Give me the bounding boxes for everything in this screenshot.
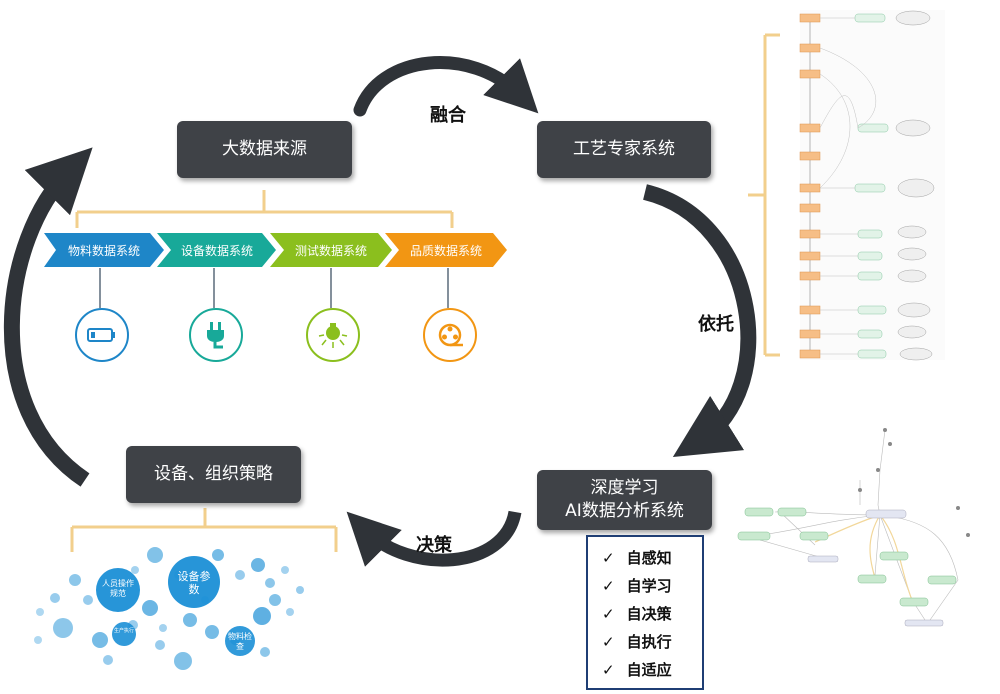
network-graph-thumbnail bbox=[737, 428, 970, 627]
capability-item: ✓自学习 bbox=[602, 577, 672, 595]
capability-item: ✓自执行 bbox=[602, 633, 672, 651]
ai-analysis-label: AI数据分析系统 bbox=[565, 501, 684, 521]
capability-item: ✓自感知 bbox=[602, 549, 672, 567]
check-icon: ✓ bbox=[602, 661, 615, 679]
fusion-label: 融合 bbox=[430, 105, 466, 126]
equipment-data-system[interactable]: 设备数据系统 bbox=[180, 243, 253, 258]
deep-learning-ai-node[interactable]: 深度学习 AI数据分析系统 bbox=[537, 470, 712, 530]
deep-learning-label: 深度学习 bbox=[590, 478, 659, 499]
decision-arrow bbox=[346, 510, 522, 567]
fusion-arrow bbox=[353, 56, 539, 117]
strategy-bracket bbox=[70, 508, 338, 552]
strategy-label: 设备、组织策略 bbox=[154, 464, 273, 485]
check-icon: ✓ bbox=[602, 605, 615, 623]
equipment-bubble-label: 设备参数 bbox=[177, 570, 211, 597]
flowchart-thumbnail bbox=[799, 10, 945, 361]
decision-label: 决策 bbox=[416, 535, 452, 556]
craft-expert-system-node[interactable]: 工艺专家系统 bbox=[537, 121, 711, 178]
flowchart-bracket bbox=[748, 33, 780, 357]
strategy-node[interactable]: 设备、组织策略 bbox=[126, 446, 301, 503]
check-icon: ✓ bbox=[602, 577, 615, 595]
rely-arrow bbox=[642, 184, 757, 458]
people-bubble-label: 人员操作规范 bbox=[102, 579, 134, 598]
battery-icon bbox=[75, 308, 129, 362]
feedback-arrow bbox=[3, 147, 93, 487]
check-icon: ✓ bbox=[602, 633, 615, 651]
capability-item: ✓自适应 bbox=[602, 661, 672, 679]
capability-item: ✓自决策 bbox=[602, 605, 672, 623]
check-icon: ✓ bbox=[602, 549, 615, 567]
source-bracket bbox=[75, 190, 454, 228]
bulb-icon bbox=[306, 308, 360, 362]
production-bubble-label: 生产执行 bbox=[114, 628, 135, 634]
test-data-system[interactable]: 测试数据系统 bbox=[294, 243, 367, 258]
film-reel-icon bbox=[423, 308, 477, 362]
quality-data-system[interactable]: 品质数据系统 bbox=[409, 243, 482, 258]
source-chevrons bbox=[44, 233, 507, 267]
craft-expert-system-label: 工艺专家系统 bbox=[573, 139, 675, 160]
material-bubble-label: 物料检查 bbox=[228, 632, 252, 651]
plug-icon bbox=[189, 308, 243, 362]
big-data-source-node[interactable]: 大数据来源 bbox=[177, 121, 352, 178]
material-data-system[interactable]: 物料数据系统 bbox=[67, 243, 140, 258]
bubble-cloud bbox=[34, 547, 304, 670]
ai-capabilities-checklist: ✓自感知 ✓自学习 ✓自决策 ✓自执行 ✓自适应 bbox=[586, 535, 704, 690]
rely-label: 依托 bbox=[698, 314, 734, 335]
big-data-source-label: 大数据来源 bbox=[222, 139, 307, 160]
